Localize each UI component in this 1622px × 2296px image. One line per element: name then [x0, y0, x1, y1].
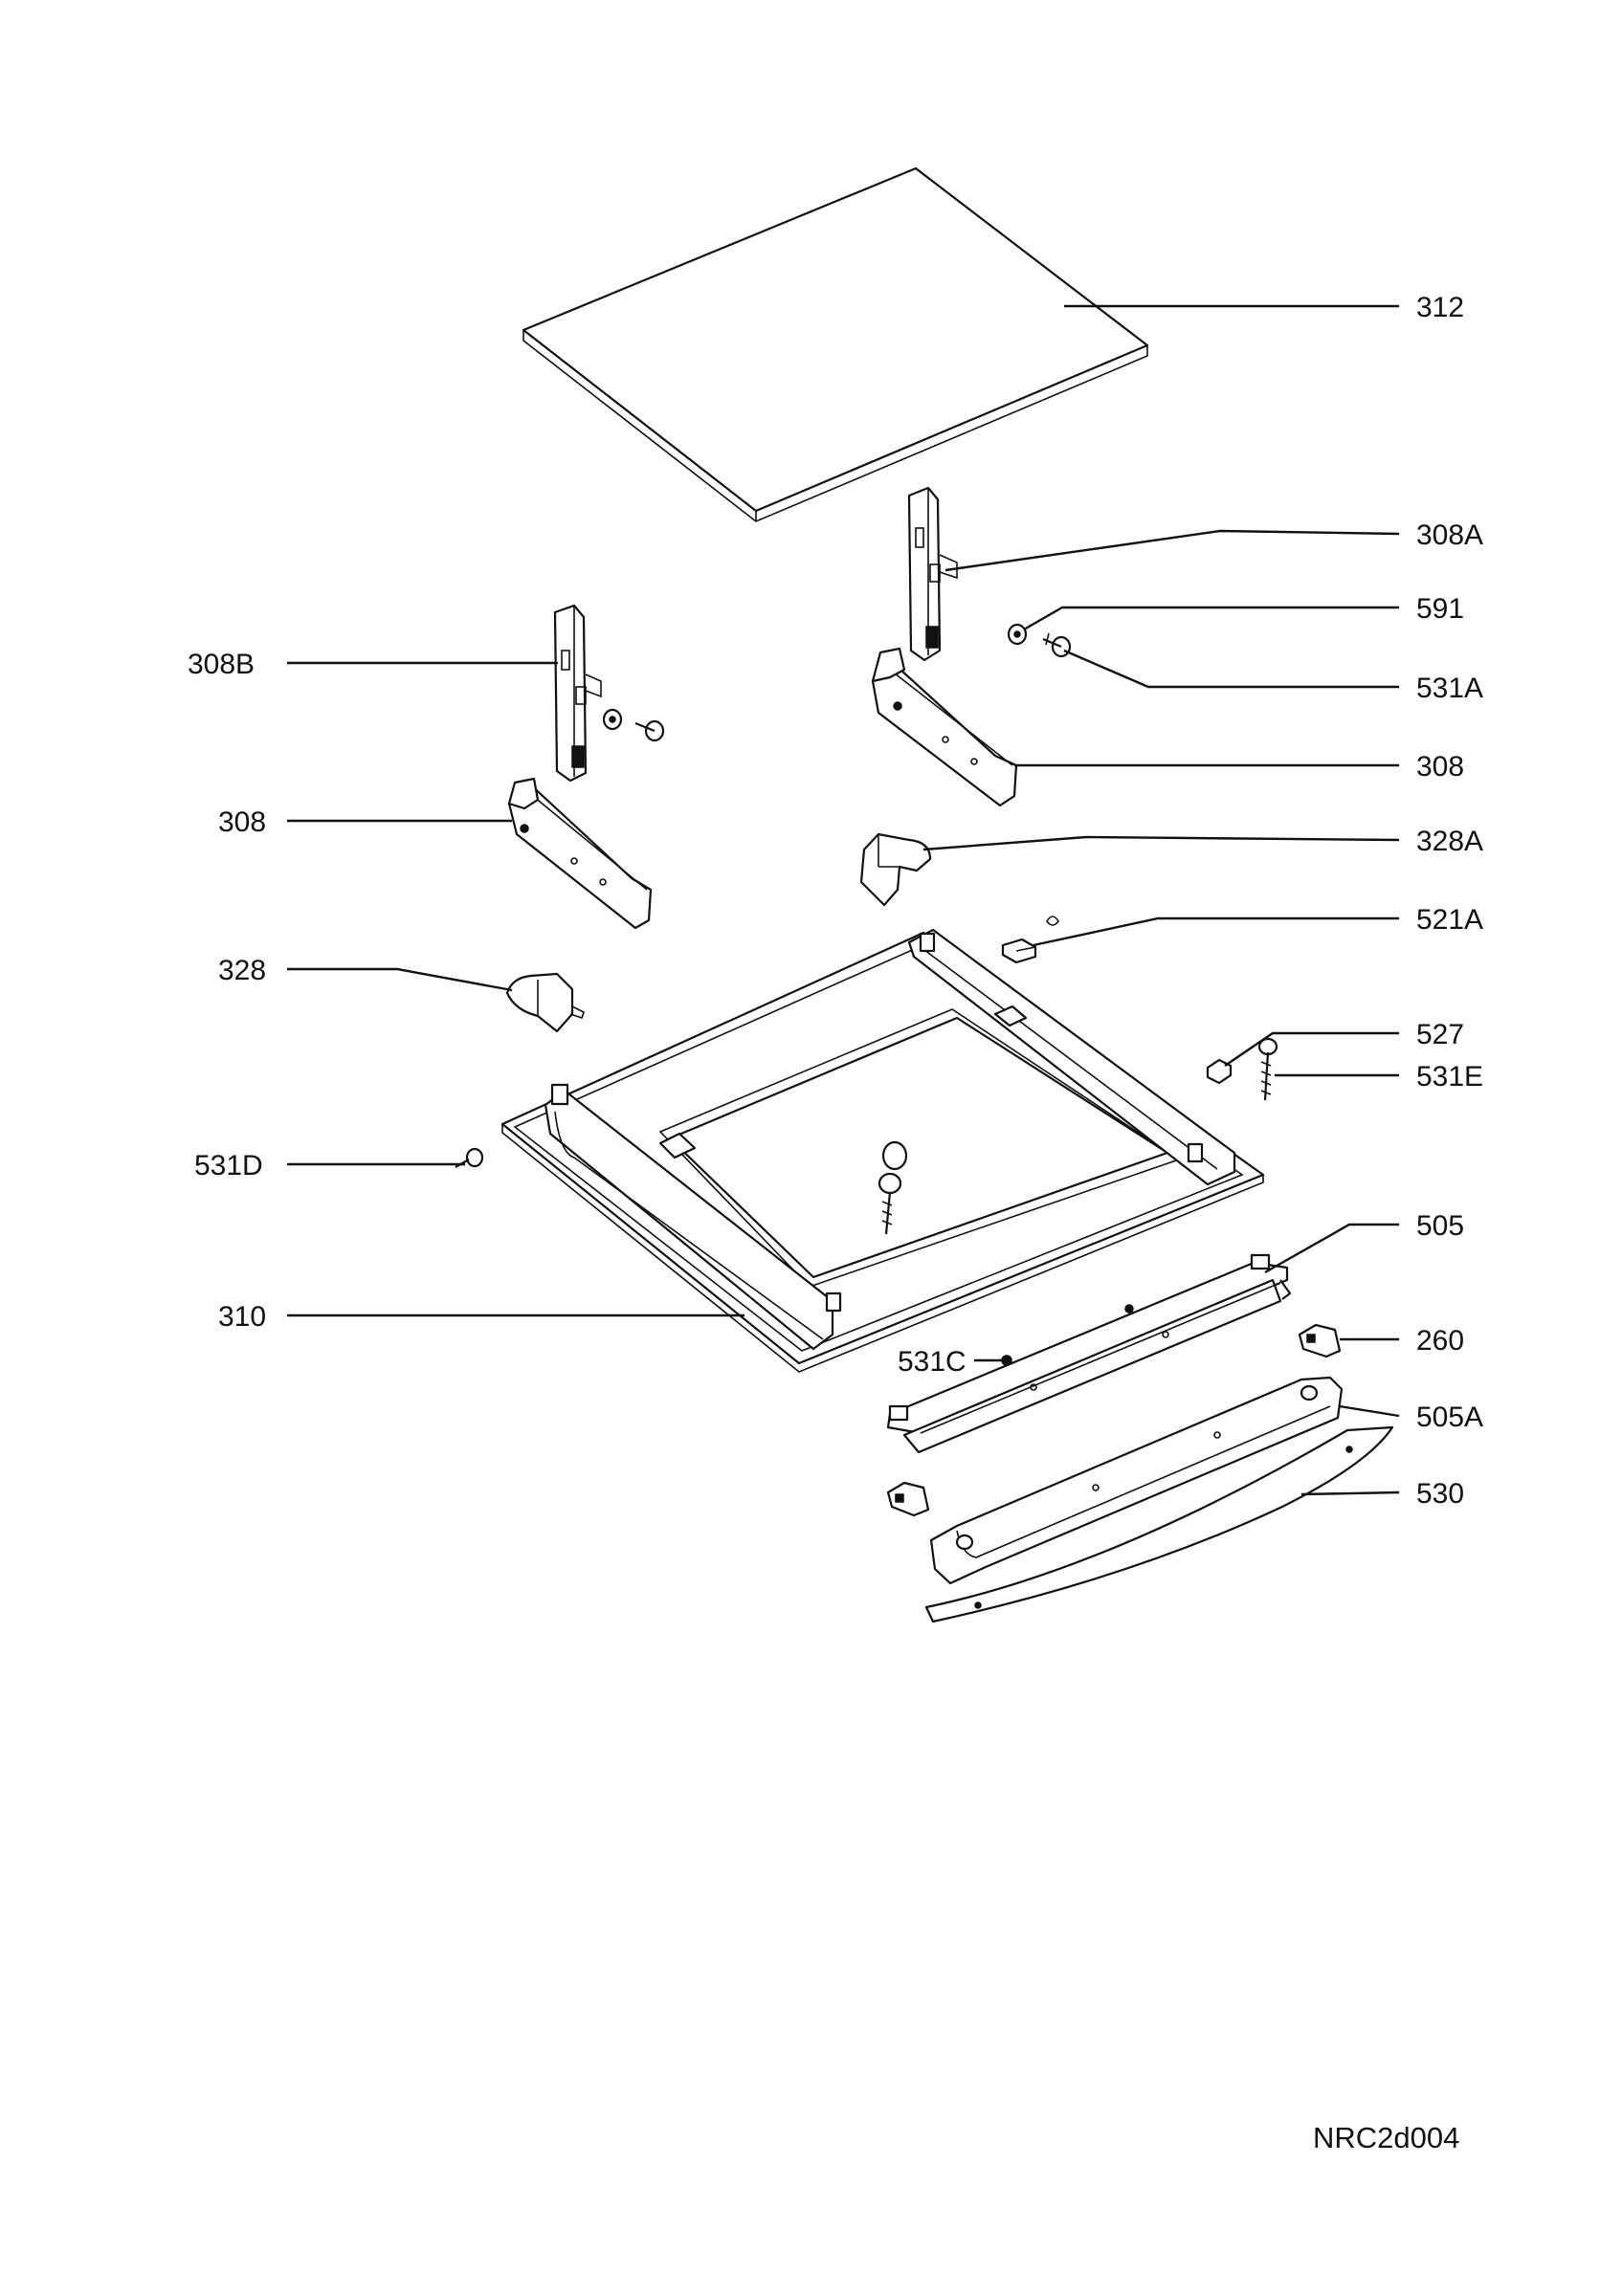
part-308-left-hinge-arm: [507, 777, 653, 930]
part-531E-screw: [1257, 1037, 1278, 1101]
washer-left: [602, 708, 623, 731]
part-531C-screw: [1001, 1355, 1012, 1366]
label-531C: 531C: [898, 1346, 967, 1378]
label-527: 527: [1416, 1019, 1464, 1050]
part-328A-hinge-cover: [859, 832, 932, 907]
part-260-clip: [886, 1323, 1342, 1517]
part-505A-handle-profile: [929, 1376, 1344, 1585]
label-531D: 531D: [194, 1150, 263, 1181]
label-591: 591: [1416, 593, 1464, 625]
part-312-glass-panel: [522, 166, 1149, 522]
label-328A: 328A: [1416, 826, 1483, 857]
leader-505: [1264, 1223, 1399, 1274]
label-531E: 531E: [1416, 1061, 1483, 1093]
part-531A-screw: [1042, 632, 1072, 658]
leader-lines: [287, 304, 1400, 1496]
part-521A-clip: [1001, 916, 1059, 964]
part-328-hinge-cover: [505, 972, 585, 1033]
label-308B: 308B: [188, 649, 255, 680]
label-530: 530: [1416, 1478, 1464, 1510]
screw-left: [634, 719, 665, 742]
part-308-right-hinge-arm: [871, 647, 1018, 807]
label-308-left: 308: [218, 806, 266, 838]
leader-521A: [1033, 916, 1399, 947]
leader-527: [1224, 1031, 1399, 1067]
label-505: 505: [1416, 1210, 1464, 1242]
part-308A-hinge-bracket: [907, 486, 958, 662]
label-505A: 505A: [1416, 1402, 1483, 1433]
part-308B-hinge-bracket: [553, 604, 602, 783]
leader-531A: [1063, 649, 1399, 689]
label-521A: 521A: [1416, 904, 1483, 936]
label-312: 312: [1416, 292, 1464, 323]
leader-308A: [944, 529, 1400, 572]
part-591-washer: [1007, 623, 1028, 646]
part-310-door-frame: [500, 928, 1265, 1373]
leader-328A: [922, 835, 1400, 851]
label-531A: 531A: [1416, 673, 1483, 704]
leader-591: [1023, 606, 1399, 631]
label-310: 310: [218, 1301, 266, 1333]
label-328: 328: [218, 955, 266, 986]
leader-505A: [1339, 1404, 1400, 1418]
leader-328: [287, 967, 513, 992]
label-308A: 308A: [1416, 519, 1483, 551]
part-530-handle-strip: [924, 1425, 1394, 1623]
leader-530: [1300, 1490, 1400, 1496]
part-labels: 312 308A 591 531A 308B 308 308 328A 521A…: [188, 292, 1483, 2154]
part-505-lower-channel: [886, 1253, 1292, 1454]
label-308-right: 308: [1416, 751, 1464, 783]
drawing-code: NRC2d004: [1313, 2121, 1459, 2154]
label-260: 260: [1416, 1325, 1464, 1357]
